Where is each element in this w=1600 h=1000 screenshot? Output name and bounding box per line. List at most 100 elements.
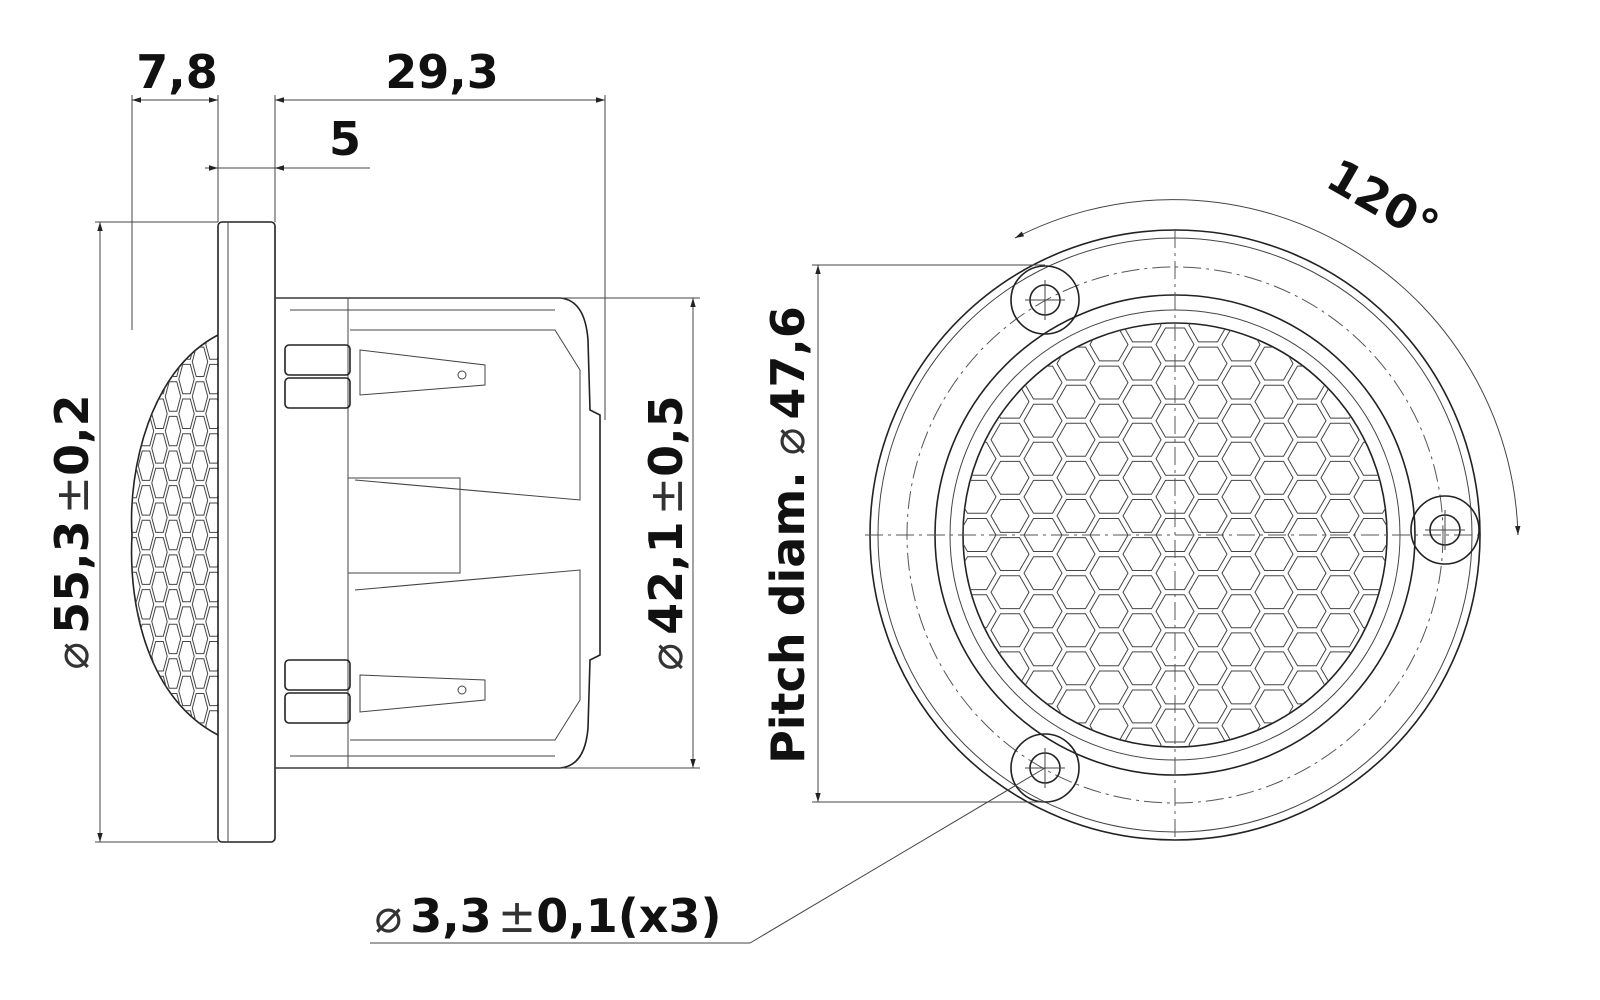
grille-cell (178, 537, 195, 568)
body-diameter-tolerance: 0,5 (639, 395, 693, 477)
grille-cell (164, 658, 182, 689)
dim-outer-diameter: ⌀55,3±0,2 (45, 394, 99, 669)
grille-cell (191, 623, 209, 655)
grille-cell (131, 537, 141, 568)
grille-cell (1287, 479, 1327, 514)
grille-cell (219, 555, 234, 585)
grille-cell (1155, 670, 1195, 705)
grille-cell (178, 502, 195, 533)
grille-cell (219, 312, 234, 342)
grille-cell (111, 416, 126, 445)
grille-cell (164, 415, 182, 447)
tolerance-sign: ± (45, 476, 99, 515)
grille-cell (164, 727, 182, 735)
grille-cell (1056, 689, 1096, 724)
grille-cell (1287, 632, 1327, 667)
grille-cell (206, 295, 221, 325)
grille-cell (178, 710, 195, 735)
grille-cell (1188, 384, 1228, 419)
grille-cell (1221, 556, 1261, 591)
grille-cell (1254, 651, 1294, 686)
grille-cell (111, 590, 126, 619)
grille-cell (1122, 346, 1162, 381)
grille-cell (164, 450, 182, 481)
grille-cell (137, 554, 155, 585)
grille-cell (137, 346, 155, 377)
dim-flange-depth: 7,8 (136, 45, 218, 99)
grille-cell (1056, 499, 1096, 533)
grille-cell (137, 658, 155, 689)
grille-cell (1188, 460, 1228, 495)
grille-cell (260, 676, 275, 705)
grille-cell (246, 555, 261, 585)
grille-cell (205, 710, 218, 735)
grille-cell (1287, 365, 1327, 400)
grille-cell (151, 398, 168, 429)
grille-cell (179, 745, 194, 775)
grille-cell (1254, 422, 1294, 457)
tolerance-sign: ± (639, 477, 693, 516)
grille-cell (260, 503, 275, 532)
grille-cell (131, 467, 141, 499)
terminal-top-lower (284, 377, 351, 409)
grille-cell (1056, 537, 1096, 571)
grille-cell (1089, 556, 1129, 591)
grille-cell (260, 572, 275, 602)
grille-cell (1122, 651, 1162, 686)
grille-cell (246, 382, 261, 412)
grille-cell (287, 607, 302, 636)
grille-cell (191, 693, 209, 724)
grille-cell (287, 468, 302, 498)
grille-cell (1254, 537, 1294, 571)
hole-count: (x3) (618, 889, 722, 943)
grille-cell (131, 675, 141, 707)
grille-cell (260, 642, 275, 672)
grille-cell (1089, 670, 1129, 705)
grille-cell (1254, 346, 1294, 381)
grille-cell (963, 537, 964, 571)
grille-cell (1386, 499, 1387, 533)
grille-cell (1188, 422, 1228, 457)
grille-cell (131, 363, 141, 395)
grille-cell (191, 415, 209, 447)
grille-cell (111, 555, 126, 585)
tolerance-sign: ± (498, 889, 537, 943)
grille-cell (287, 538, 302, 567)
grille-cell (191, 554, 209, 585)
grille-cell (1221, 594, 1261, 629)
dome-hex-grille (111, 295, 302, 775)
dim-outer-diameter-text: ⌀55,3±0,2 (45, 394, 99, 669)
grille-cell (1056, 384, 1096, 419)
grille-cell (246, 694, 261, 723)
grille-cell (1254, 460, 1294, 495)
grille-cell (990, 575, 1030, 610)
grille-cell (164, 519, 182, 551)
grille-cell (963, 499, 964, 533)
grille-cell (246, 486, 261, 515)
grille-cell (1023, 479, 1063, 514)
grille-cell (178, 335, 195, 360)
grille-cell (1023, 365, 1063, 400)
grille-cell (1287, 670, 1327, 705)
grille-cell (963, 441, 997, 476)
mounting-hole-1 (1010, 265, 1080, 335)
dim-angle: 120° (1318, 148, 1448, 254)
grille-cell (178, 571, 195, 603)
dim-pitch-diameter-text: Pitch diam.⌀47,6 (761, 306, 815, 764)
grille-cell (1056, 422, 1096, 457)
grille-cell (137, 381, 155, 412)
grille-cell (219, 590, 234, 619)
grille-cell (1221, 670, 1261, 705)
grille-cell (233, 676, 248, 705)
grille-cell (1320, 613, 1360, 648)
grille-cell (111, 659, 126, 689)
grille-cell (1221, 479, 1261, 514)
grille-cell (1287, 441, 1327, 476)
grille-cell (111, 382, 126, 412)
grille-cell (1089, 479, 1129, 514)
grille-cell (246, 624, 261, 653)
grille-cell (178, 467, 195, 499)
grille-cell (233, 434, 248, 463)
grille-cell (233, 330, 248, 359)
grille-cell (233, 607, 248, 636)
